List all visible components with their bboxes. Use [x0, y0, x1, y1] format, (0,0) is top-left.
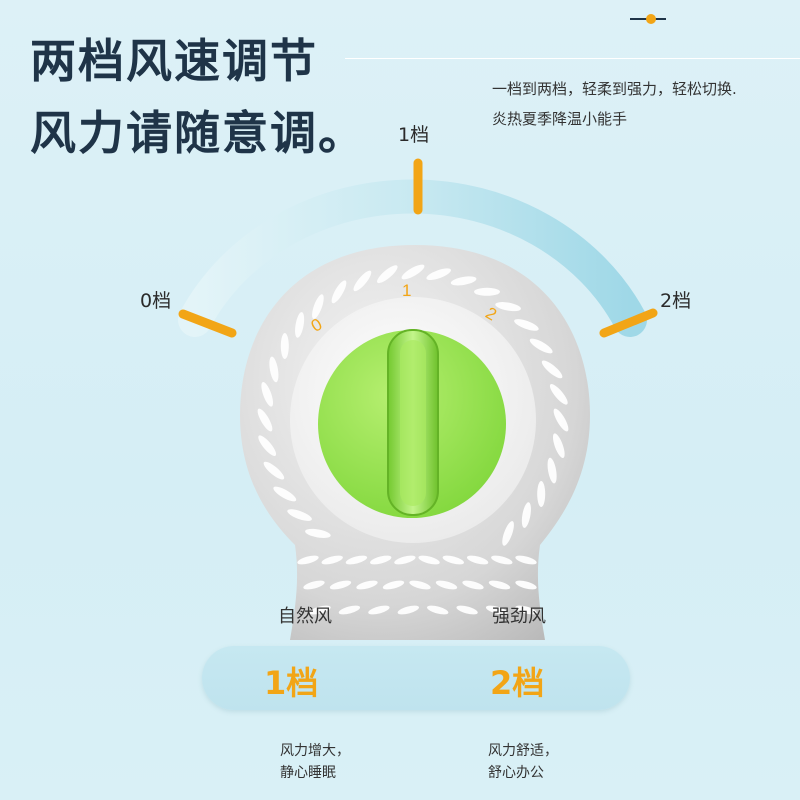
vent-slot	[280, 333, 289, 359]
strong-desc-line-1: 风力舒适，	[488, 743, 558, 759]
vent-slot	[356, 580, 378, 590]
strong-wind-label: 强劲风	[492, 606, 546, 627]
vent-slot	[263, 461, 285, 480]
vent-slot	[541, 360, 563, 379]
vent-slot	[312, 294, 324, 319]
vent-slot	[515, 580, 537, 590]
gear-label-1: 1档	[398, 124, 430, 146]
vent-slot	[462, 580, 484, 590]
natural-wind-description: 风力增大， 静心睡眠	[280, 740, 350, 784]
natural-desc-line-1: 风力增大，	[280, 743, 350, 759]
vent-slots	[257, 264, 569, 615]
knob-mark-1: 1	[402, 281, 411, 300]
vent-slot	[553, 408, 569, 432]
vent-slot	[521, 502, 531, 528]
vent-slot	[515, 605, 537, 615]
vent-slot	[514, 319, 539, 331]
vent-slot	[338, 605, 361, 615]
vent-slot	[258, 435, 277, 456]
vent-slot	[529, 338, 553, 354]
vent-slot	[303, 580, 325, 590]
vent-slot	[442, 555, 464, 565]
subtitle-line-2: 炎热夏季降温小能手	[492, 110, 628, 128]
vent-slot	[321, 555, 343, 565]
vent-slot	[537, 481, 546, 507]
headline-line-2: 风力请随意调。	[30, 106, 366, 160]
natural-wind-label: 自然风	[278, 606, 332, 627]
vent-slot	[261, 382, 274, 407]
vent-slot	[485, 605, 508, 615]
vent-slot	[474, 287, 500, 296]
vent-slot	[309, 605, 331, 615]
strong-wind-description: 风力舒适， 舒心办公	[488, 740, 558, 784]
gear-label-0: 0档	[140, 290, 172, 312]
vent-slot	[269, 356, 279, 383]
vent-slot	[409, 580, 431, 590]
gear-label-2: 2档	[660, 290, 692, 312]
vent-slot	[547, 457, 557, 484]
vent-slot	[394, 555, 416, 565]
vent-slot	[435, 580, 458, 590]
vent-slot	[552, 433, 565, 458]
vent-slot	[502, 521, 514, 546]
vent-slot	[353, 270, 372, 292]
pill-gear-2: 2档	[490, 664, 545, 702]
vent-slot	[329, 580, 352, 590]
vent-slot	[257, 408, 273, 432]
vent-slot	[549, 384, 568, 405]
vent-slot	[295, 312, 305, 338]
vent-slot	[397, 605, 419, 615]
vent-slot	[491, 555, 513, 565]
vent-slot	[488, 580, 511, 590]
vent-slot	[426, 268, 451, 281]
vent-slot	[287, 509, 312, 521]
vent-slot	[495, 302, 521, 312]
tick-0	[178, 309, 237, 338]
vent-slot	[427, 605, 449, 615]
vent-slot	[382, 580, 405, 590]
vent-slot	[331, 280, 347, 304]
vent-slot	[450, 276, 477, 286]
natural-desc-line-2: 静心睡眠	[280, 765, 336, 781]
vent-slot	[418, 555, 440, 565]
header-divider	[345, 58, 800, 59]
vent-slot	[305, 528, 331, 538]
strong-desc-line-2: 舒心办公	[488, 765, 544, 781]
pill-gear-1: 1档	[264, 664, 319, 702]
vent-slot	[345, 555, 368, 565]
gear-switch-pill	[202, 646, 630, 710]
vent-slot	[466, 555, 489, 565]
vent-slot	[515, 555, 537, 565]
vent-slot	[401, 264, 425, 280]
headline-line-1: 两档风速调节	[30, 34, 318, 88]
tick-2	[599, 308, 658, 338]
vent-slot	[377, 265, 398, 284]
vent-slot	[297, 555, 319, 565]
vent-slot	[456, 605, 478, 615]
vent-slot	[273, 486, 297, 502]
speed-arc	[178, 179, 647, 337]
vent-slot	[368, 605, 390, 615]
subtitle-line-1: 一档到两档，轻柔到强力，轻松切换.	[492, 80, 737, 98]
decor-dot	[646, 14, 656, 24]
vent-slot	[370, 555, 392, 565]
